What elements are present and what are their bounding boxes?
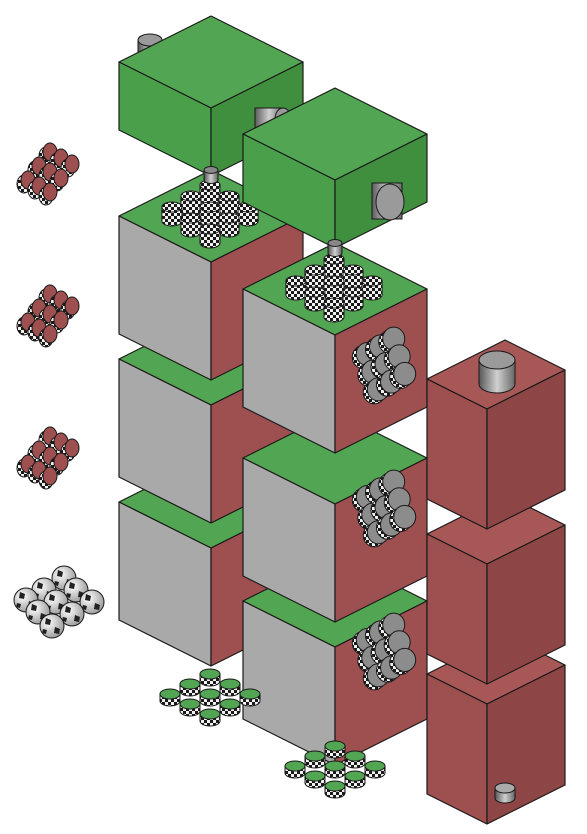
peg-icon — [323, 253, 345, 279]
red-peg-icon — [38, 182, 58, 206]
green-disk-icon — [219, 698, 241, 717]
peg-icon — [304, 264, 326, 290]
green-disk-icon — [344, 750, 366, 769]
peg-icon — [361, 275, 383, 301]
green-disk-icon — [199, 668, 221, 687]
checkered-ball-icon — [79, 589, 105, 615]
peg-icon — [218, 212, 240, 238]
peg-icon — [342, 264, 364, 290]
green-disk-icon — [304, 770, 326, 789]
green-disk-icon — [199, 708, 221, 727]
cylinder-peg-icon — [494, 782, 516, 804]
side-peg-icon — [389, 361, 417, 389]
top-peg-grid-left-1 — [161, 179, 259, 249]
red-peg-icon — [16, 170, 36, 194]
peg-icon — [218, 190, 240, 216]
red-peg-icon — [38, 324, 58, 348]
peg-icon — [180, 212, 202, 238]
green-disk-icon — [324, 780, 346, 799]
green-disk-icon — [219, 678, 241, 697]
cylinder-peg-icon — [371, 182, 405, 221]
green-disk-icon — [239, 688, 261, 707]
green-disk-cluster-2 — [284, 740, 386, 799]
assembly-layer — [13, 15, 566, 825]
side-peg-grid-right-2 — [351, 469, 417, 548]
red-peg-icon — [38, 466, 58, 490]
side-peg-icon — [389, 504, 417, 532]
green-disk-icon — [159, 688, 181, 707]
green-disk-cluster-1 — [159, 668, 261, 727]
box-right-face — [486, 524, 566, 685]
side-peg-grid-right-3 — [351, 612, 417, 691]
peg-icon — [180, 190, 202, 216]
peg-icon — [342, 286, 364, 312]
side-peg-grid-right-1 — [351, 326, 417, 405]
green-disk-icon — [284, 760, 306, 779]
top-peg-grid-right-1 — [285, 253, 383, 323]
side-peg-icon — [389, 647, 417, 675]
peg-icon — [323, 275, 345, 301]
red-peg-cluster-3 — [16, 426, 80, 490]
peg-icon — [323, 297, 345, 323]
peg-icon — [199, 179, 221, 205]
checkered-ball-cluster — [13, 565, 105, 639]
checkered-ball-icon — [25, 599, 51, 625]
peg-icon — [304, 286, 326, 312]
red-peg-cluster-2 — [16, 284, 80, 348]
green-disk-icon — [364, 760, 386, 779]
peg-icon — [199, 223, 221, 249]
peg-icon — [199, 201, 221, 227]
green-disk-icon — [179, 698, 201, 717]
green-disk-icon — [199, 688, 221, 707]
checkered-ball-icon — [59, 601, 85, 627]
cylinder-peg-icon — [478, 350, 516, 394]
peg-icon — [161, 201, 183, 227]
green-disk-icon — [324, 740, 346, 759]
green-disk-icon — [179, 678, 201, 697]
connector-peg-icon — [327, 239, 343, 257]
checkered-ball-icon — [39, 613, 65, 639]
peg-icon — [285, 275, 307, 301]
red-column-block-2 — [426, 494, 566, 685]
connector-peg-icon — [203, 166, 219, 184]
red-peg-cluster-1 — [16, 142, 80, 206]
green-disk-icon — [324, 760, 346, 779]
green-disk-icon — [304, 750, 326, 769]
peg-icon — [237, 201, 259, 227]
red-peg-icon — [60, 296, 80, 320]
green-disk-icon — [344, 770, 366, 789]
box-right-face — [486, 369, 566, 530]
